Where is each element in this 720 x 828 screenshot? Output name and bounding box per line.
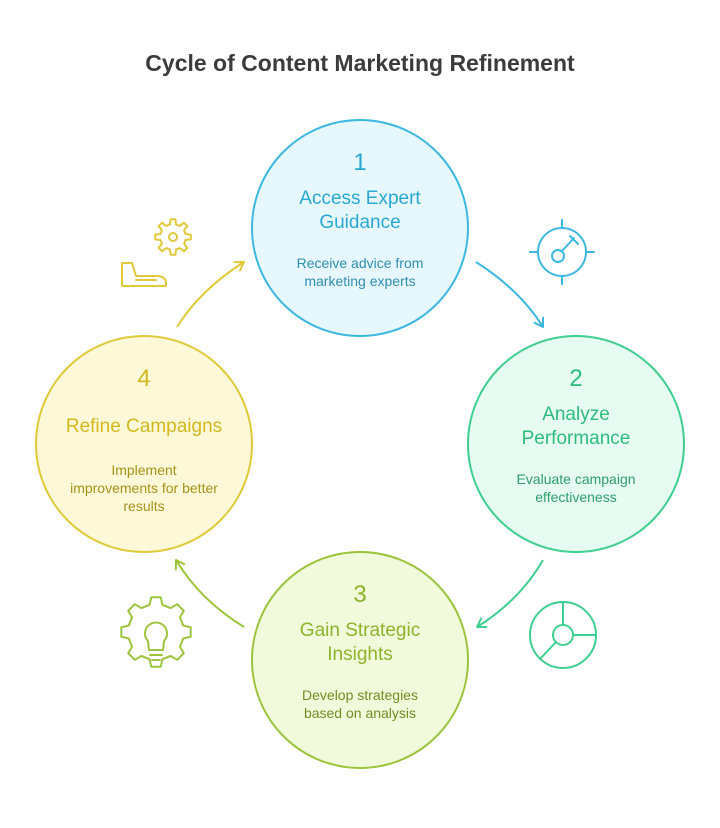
step-description: Implement: [111, 462, 176, 478]
arrow-4-to-1: [176, 261, 245, 328]
step-description: improvements for better: [70, 480, 218, 496]
arrow-3-to-4: [174, 559, 245, 628]
step-heading: Access Expert: [299, 188, 421, 209]
step-circle: [251, 119, 469, 337]
step-description: based on analysis: [304, 705, 416, 721]
step-heading: Gain Strategic: [300, 620, 420, 641]
step-description: effectiveness: [535, 489, 616, 505]
step-heading: Analyze: [542, 404, 610, 425]
arrow-1-to-2: [475, 261, 545, 328]
step-description: results: [123, 498, 164, 514]
step-description: Develop strategies: [302, 687, 418, 703]
step-description: Evaluate campaign: [516, 471, 635, 487]
step-circle: [251, 551, 469, 769]
step-heading: Guidance: [319, 212, 400, 233]
step-description: marketing experts: [304, 273, 415, 289]
step-number: 3: [353, 581, 366, 608]
gear-bulb-icon: [120, 596, 192, 668]
step-number: 2: [569, 365, 582, 392]
step-number: 1: [353, 149, 366, 176]
gear-hand-icon: [121, 218, 192, 287]
step-heading: Refine Campaigns: [66, 416, 222, 437]
step-heading: Insights: [327, 644, 392, 665]
arrow-2-to-3: [476, 559, 544, 628]
step-number: 4: [137, 365, 150, 392]
step-circle: [467, 335, 685, 553]
page-title: Cycle of Content Marketing Refinement: [145, 50, 575, 76]
step-heading: Performance: [522, 428, 631, 449]
pie-chart-icon: [529, 601, 597, 669]
step-circle: [35, 335, 253, 553]
step-description: Receive advice from: [297, 255, 424, 271]
target-icon: [529, 219, 595, 285]
